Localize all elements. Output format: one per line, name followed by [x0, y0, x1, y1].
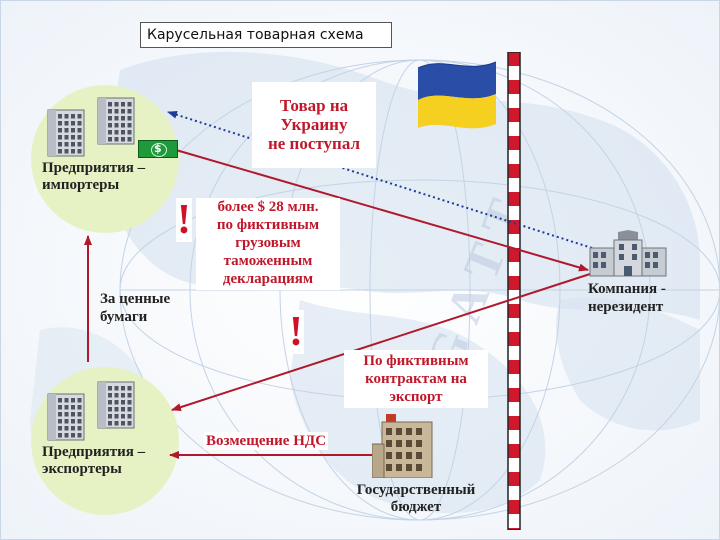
goods-not-arrived-arrow — [167, 110, 593, 249]
goods-not-arrived-note: Товар на Украину не поступал — [252, 82, 376, 168]
importer-building-icon — [47, 109, 85, 157]
fictitious-contracts-line: контрактам на — [365, 371, 467, 387]
state-budget-building-icon — [372, 414, 433, 478]
nonresident-label-line: нерезидент — [588, 299, 664, 315]
exporter-building-icon — [47, 393, 85, 441]
diagram-title: Карусельная товарная схема — [140, 22, 392, 48]
budget-label-line: Государственный — [356, 482, 476, 498]
ukraine-flag-icon — [417, 61, 497, 129]
export-contracts-arrow — [171, 273, 591, 412]
securities-label-line: бумаги — [100, 309, 148, 325]
securities-label: За ценные бумаги — [100, 290, 170, 326]
budget-label-line: бюджет — [390, 499, 442, 515]
fictitious-declarations-line: декларациям — [222, 271, 314, 287]
warning-exclamation: ! — [288, 310, 304, 354]
goods-not-arrived-line: Товар на — [279, 96, 349, 115]
importers-label: Предприятия – импортеры — [42, 160, 145, 194]
fictitious-declarations-line: по фиктивным — [216, 217, 320, 233]
exclamation-mark: ! — [177, 197, 191, 243]
fictitious-declarations-line: грузовым — [235, 235, 301, 251]
fictitious-declarations-line: более $ 28 млн. — [217, 199, 319, 215]
goods-not-arrived-line: не поступал — [267, 134, 361, 153]
securities-label-line: За ценные — [100, 291, 171, 307]
exclamation-mark: ! — [289, 309, 303, 355]
nonresident-company-building-icon — [589, 230, 667, 277]
exporters-label-line: Предприятия – — [42, 444, 146, 460]
goods-not-arrived-line: Украину — [280, 115, 348, 134]
warning-exclamation: ! — [176, 198, 192, 242]
dollar-sign: $ — [154, 142, 162, 155]
importer-building-icon — [97, 97, 135, 145]
exporters-label: Предприятия – экспортеры — [42, 444, 145, 478]
fictitious-contracts-note: По фиктивным контрактам на экспорт — [344, 350, 488, 408]
exporter-building-icon — [97, 381, 135, 429]
vat-refund-label: Возмещение НДС — [204, 432, 329, 450]
fictitious-declarations-note: более $ 28 млн. по фиктивным грузовым та… — [196, 198, 340, 290]
dollar-bill-icon: $ — [138, 140, 178, 158]
fictitious-contracts-line: По фиктивным — [363, 353, 469, 369]
importers-label-line: импортеры — [42, 177, 120, 193]
border-pole — [507, 52, 521, 530]
nonresident-label-line: Компания - — [588, 281, 666, 297]
fictitious-contracts-line: экспорт — [389, 389, 443, 405]
exporters-label-line: экспортеры — [42, 461, 122, 477]
payment-to-nonresident-arrow — [175, 149, 589, 272]
importers-label-line: Предприятия – — [42, 160, 146, 176]
fictitious-declarations-line: таможенным — [223, 253, 313, 269]
nonresident-label: Компания - нерезидент — [588, 280, 666, 316]
budget-label: Государственный бюджет — [338, 482, 494, 516]
